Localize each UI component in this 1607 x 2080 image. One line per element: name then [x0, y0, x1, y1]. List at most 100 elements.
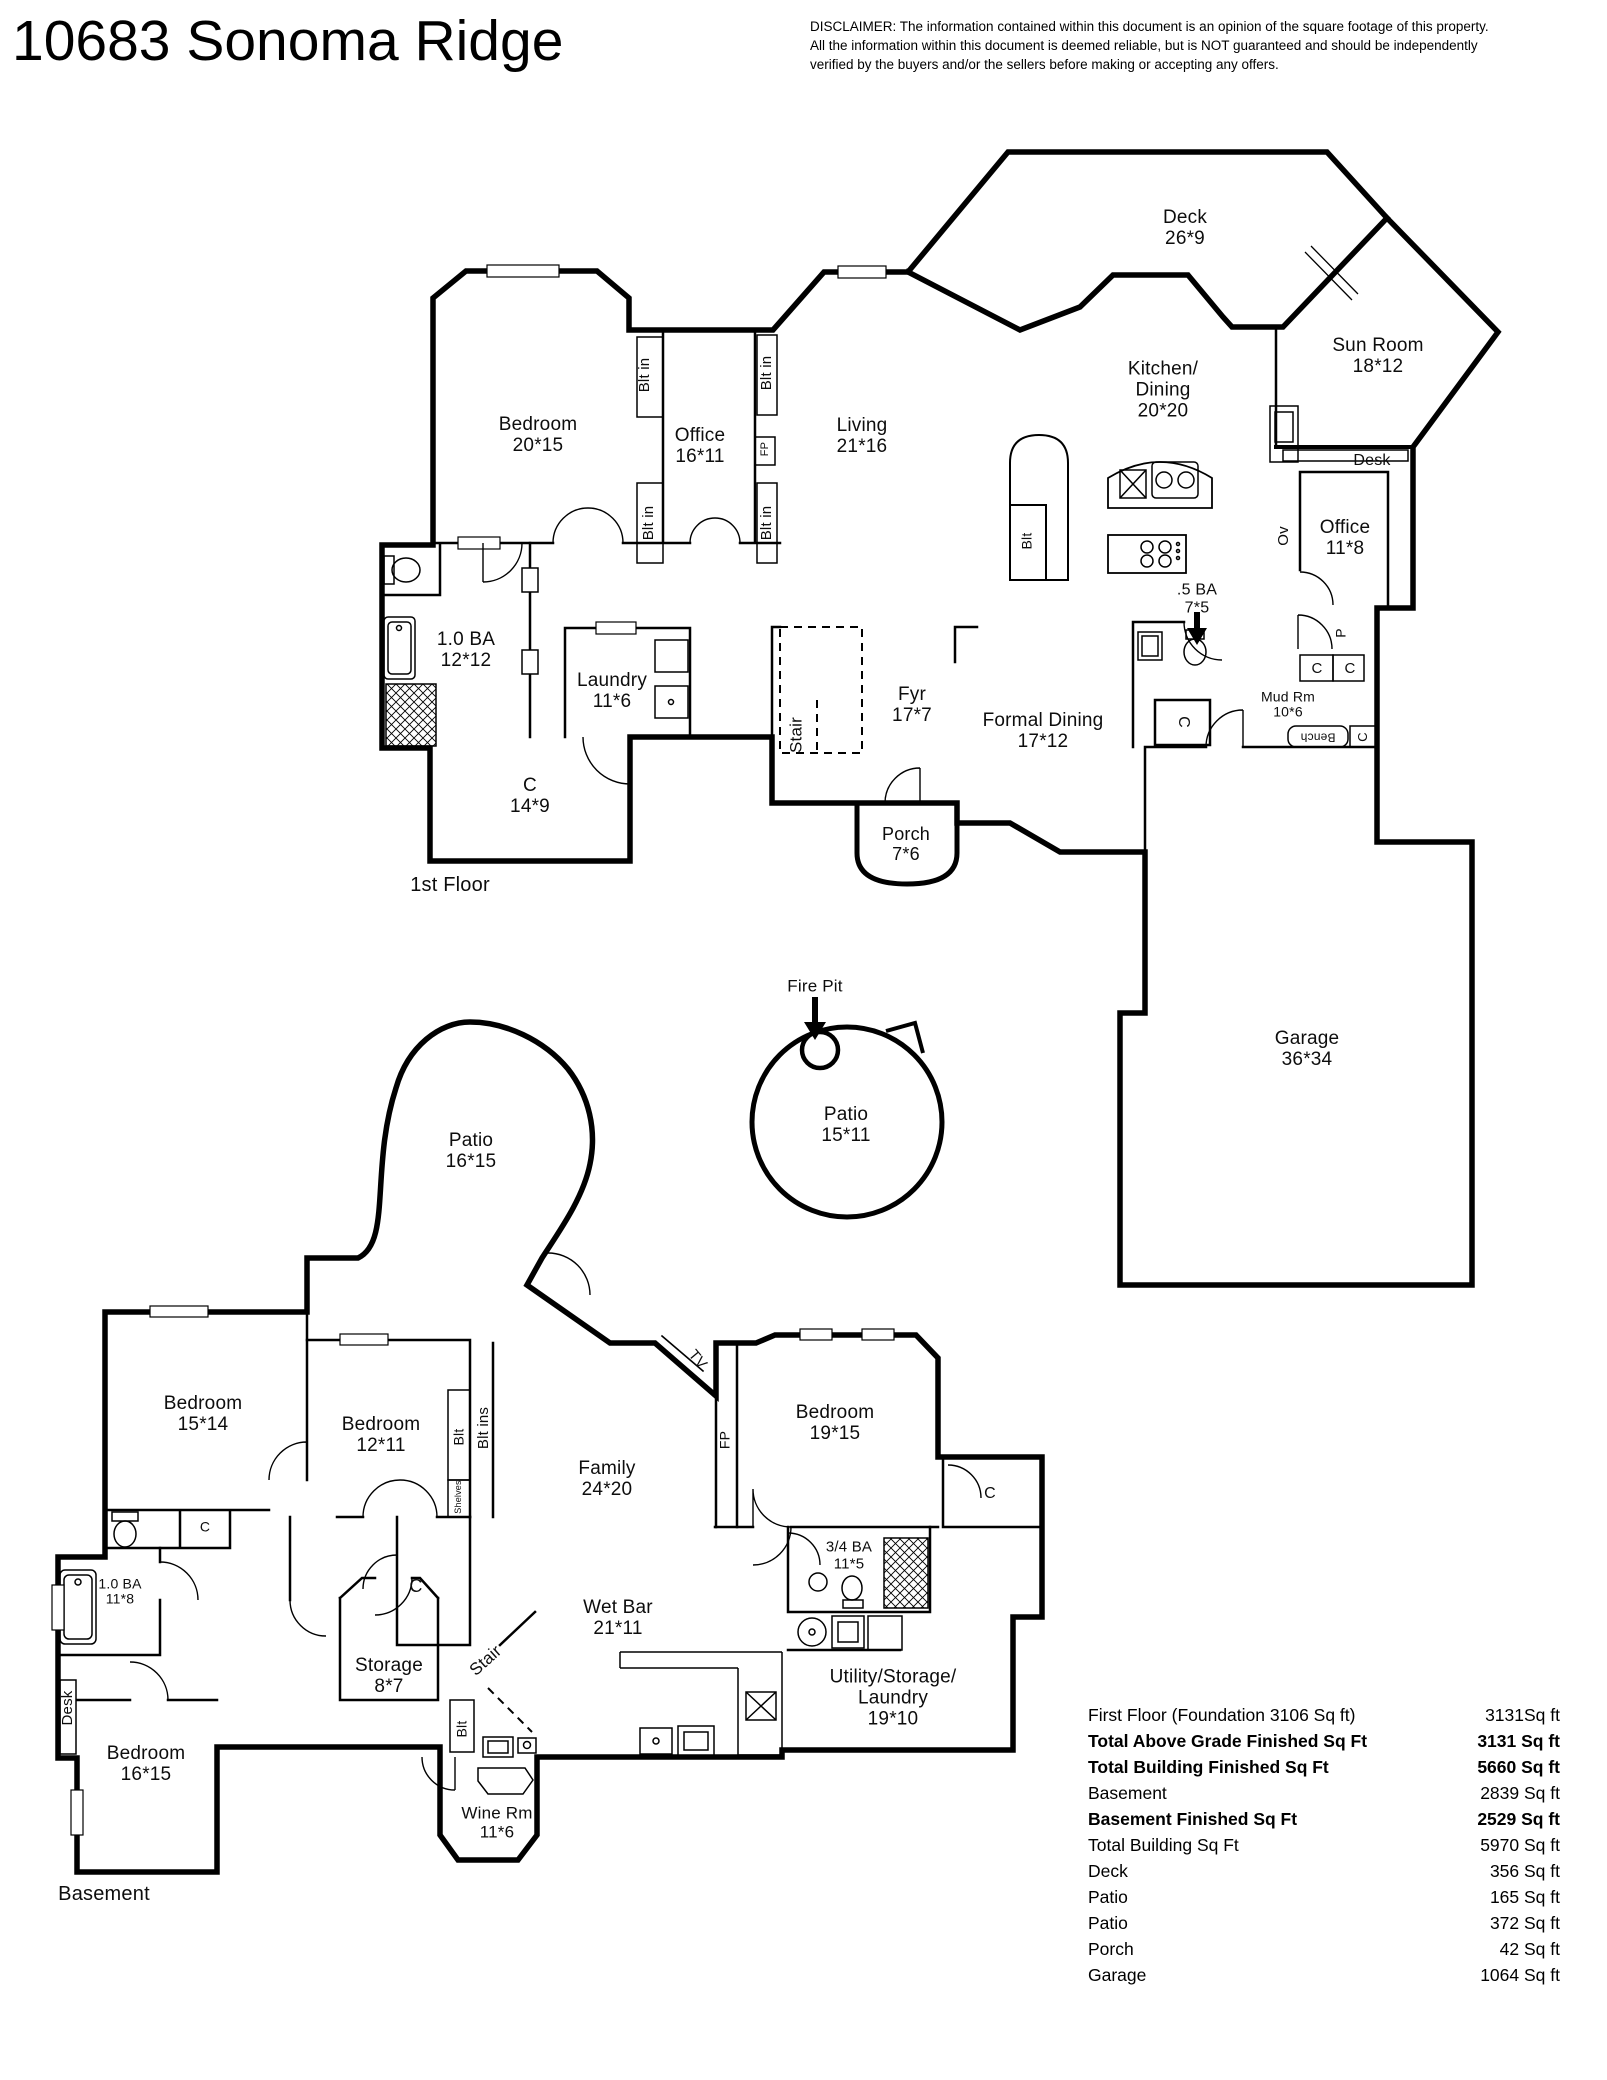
- label-c-14x9: C 14*9: [510, 775, 550, 817]
- disclaimer-text: DISCLAIMER: The information contained wi…: [810, 17, 1580, 74]
- label-c-mud-b: C: [1344, 659, 1356, 677]
- label-bedroom-12x11: Bedroom 12*11: [341, 1414, 421, 1456]
- label-bedroom-15x14: Bedroom 15*14: [163, 1393, 243, 1435]
- summary-row-value: 5970 Sq ft: [1480, 1835, 1560, 1855]
- label-formal-dining: Formal Dining 17*12: [982, 710, 1104, 752]
- label-garage: Garage 36*34: [1274, 1028, 1340, 1070]
- summary-row-value: 356 Sq ft: [1489, 1861, 1560, 1881]
- disclaimer-line-3: verified by the buyers and/or the seller…: [810, 57, 1279, 72]
- label-storage: Storage 8*7: [355, 1655, 423, 1697]
- summary-row-label: Basement Finished Sq Ft: [1088, 1809, 1298, 1829]
- label-c-formal: C: [1174, 716, 1192, 728]
- summary-row-label: Deck: [1088, 1861, 1128, 1881]
- outer-walls: [55, 149, 1502, 1875]
- label-blt-ins: Blt ins: [474, 1406, 492, 1450]
- summary-row-label: Patio: [1088, 1913, 1128, 1933]
- label-bedroom-16x15: Bedroom 16*15: [106, 1743, 186, 1785]
- label-patio-16x15: Patio 16*15: [445, 1130, 497, 1172]
- label-blt-bed12: Blt: [450, 1428, 467, 1446]
- label-utility: Utility/Storage/ Laundry 19*10: [829, 1666, 957, 1730]
- label-ba-1-0-bsmt: 1.0 BA 11*8: [98, 1575, 142, 1607]
- label-bedroom-20x15: Bedroom 20*15: [498, 414, 578, 456]
- fire-pit-and-patio-notch: [799, 612, 1207, 1071]
- label-fp-bsmt: FP: [716, 1430, 733, 1450]
- label-fp-office: FP: [758, 441, 771, 457]
- disclaimer-line-2: All the information within this document…: [810, 38, 1478, 53]
- label-laundry: Laundry 11*6: [576, 670, 648, 712]
- summary-row-value: 2529 Sq ft: [1477, 1809, 1560, 1829]
- label-blt-in-top-left: Blt in: [635, 357, 653, 393]
- summary-row-value: 165 Sq ft: [1489, 1887, 1560, 1907]
- label-c-bsmt-closet: C: [199, 1518, 211, 1535]
- label-fire-pit: Fire Pit: [787, 976, 843, 996]
- disclaimer-line-1: DISCLAIMER: The information contained wi…: [810, 19, 1489, 34]
- summary-row: First Floor (Foundation 3106 Sq ft) 3131…: [1088, 1702, 1560, 1728]
- label-office-16x11: Office 16*11: [674, 425, 726, 467]
- summary-row: Patio 372 Sq ft: [1088, 1910, 1560, 1936]
- label-family: Family 24*20: [578, 1458, 636, 1500]
- label-blt-in-bottom-right: Blt in: [757, 505, 775, 541]
- summary-row: Total Building Finished Sq Ft 5660 Sq ft: [1088, 1754, 1560, 1780]
- label-mud-rm: Mud Rm 10*6: [1260, 688, 1316, 720]
- summary-row: Basement 2839 Sq ft: [1088, 1780, 1560, 1806]
- summary-row: Garage 1064 Sq ft: [1088, 1962, 1560, 1988]
- label-blt-in-bottom-left: Blt in: [639, 505, 657, 541]
- half-ba-arrow-icon: [1187, 612, 1207, 645]
- label-c-bsmt-hall: C: [409, 1576, 423, 1597]
- label-c-mud-a: C: [1311, 659, 1323, 677]
- label-ba-3-4: 3/4 BA 11*5: [825, 1538, 873, 1572]
- summary-row: Patio 165 Sq ft: [1088, 1884, 1560, 1910]
- summary-row-value: 1064 Sq ft: [1480, 1965, 1560, 1985]
- summary-row-label: Total Above Grade Finished Sq Ft: [1088, 1731, 1368, 1751]
- label-patio-15x11: Patio 15*11: [821, 1104, 871, 1146]
- summary-row: Porch 42 Sq ft: [1088, 1936, 1560, 1962]
- label-porch: Porch 7*6: [881, 824, 931, 864]
- label-wet-bar: Wet Bar 21*11: [583, 1597, 653, 1639]
- label-half-ba: .5 BA 7*5: [1176, 581, 1218, 616]
- summary-row-label: Basement: [1088, 1783, 1167, 1803]
- label-desk-first: Desk: [1353, 452, 1391, 470]
- label-ov: Ov: [1274, 526, 1292, 546]
- windows: [51, 264, 895, 1836]
- stairs-dashed: [487, 626, 863, 1733]
- label-desk-bsmt: Desk: [58, 1690, 76, 1726]
- summary-row-value: 2839 Sq ft: [1480, 1783, 1560, 1803]
- door-arcs: [129, 507, 1334, 1791]
- summary-row-label: Patio: [1088, 1887, 1128, 1907]
- summary-row-label: First Floor (Foundation 3106 Sq ft): [1088, 1705, 1356, 1725]
- label-c-mud-c: C: [1354, 732, 1370, 742]
- summary-row: Basement Finished Sq Ft 2529 Sq ft: [1088, 1806, 1560, 1832]
- label-blt-in-top-right: Blt in: [757, 355, 775, 391]
- label-bedroom-19x15: Bedroom 19*15: [795, 1402, 875, 1444]
- label-bench: Bench: [1300, 730, 1336, 745]
- summary-row-label: Garage: [1088, 1965, 1147, 1985]
- label-wine-rm: Wine Rm 11*6: [461, 1803, 533, 1841]
- summary-row: Total Above Grade Finished Sq Ft 3131 Sq…: [1088, 1728, 1560, 1754]
- summary-row-value: 372 Sq ft: [1489, 1913, 1560, 1933]
- label-blt-island: Blt: [1018, 532, 1035, 550]
- summary-row-label: Porch: [1088, 1939, 1134, 1959]
- label-stair-first: Stair: [786, 717, 806, 753]
- summary-row-label: Total Building Sq Ft: [1088, 1835, 1239, 1855]
- label-office-11x8: Office 11*8: [1319, 517, 1371, 559]
- fixtures: [59, 245, 1409, 1795]
- square-footage-summary: First Floor (Foundation 3106 Sq ft) 3131…: [1088, 1702, 1560, 1988]
- summary-row: Deck 356 Sq ft: [1088, 1858, 1560, 1884]
- label-c-bed19: C: [984, 1485, 996, 1503]
- summary-row-value: 42 Sq ft: [1499, 1939, 1560, 1959]
- label-first-floor-caption: 1st Floor: [410, 874, 490, 896]
- label-p-door: P: [1332, 628, 1349, 638]
- summary-row-label: Total Building Finished Sq Ft: [1088, 1757, 1329, 1777]
- label-living: Living 21*16: [836, 415, 888, 457]
- summary-row-value: 3131Sq ft: [1485, 1705, 1560, 1725]
- summary-row-value: 3131 Sq ft: [1477, 1731, 1560, 1751]
- label-sun-room: Sun Room 18*12: [1332, 335, 1424, 377]
- label-kitchen-dining: Kitchen/ Dining 20*20: [1127, 358, 1199, 422]
- label-basement-caption: Basement: [58, 1883, 150, 1905]
- label-fyr: Fyr 17*7: [892, 684, 932, 726]
- page-title: 10683 Sonoma Ridge: [12, 9, 564, 73]
- label-blt-stair: Blt: [453, 1720, 470, 1738]
- summary-row-value: 5660 Sq ft: [1477, 1757, 1560, 1777]
